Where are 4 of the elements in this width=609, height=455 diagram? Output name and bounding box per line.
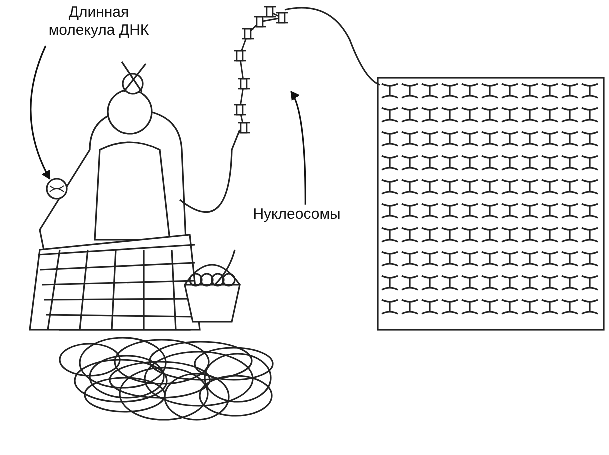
leader-arrow xyxy=(290,90,306,205)
leader-arrow xyxy=(30,46,51,180)
callout-label: Нуклеосомы xyxy=(243,206,351,228)
callout-label: Длинная молекула ДНК xyxy=(40,4,158,44)
